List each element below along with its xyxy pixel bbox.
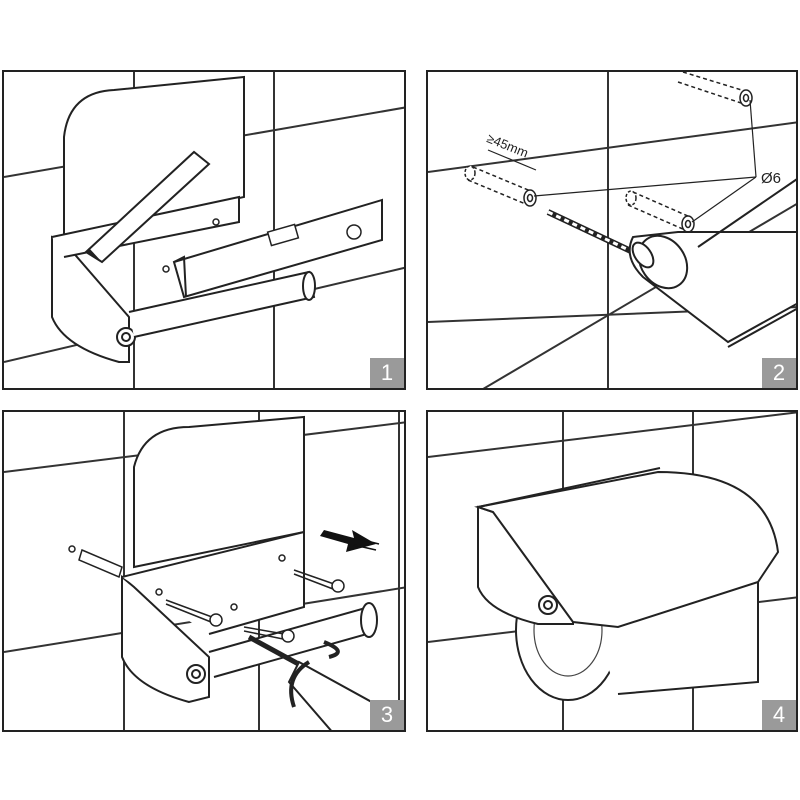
step-number-badge: 1 — [370, 358, 404, 388]
pencil-icon — [84, 150, 211, 264]
push-arrow-icon — [320, 530, 380, 552]
wall-hole-markers — [464, 72, 753, 233]
backplate — [133, 415, 305, 569]
screw-icon — [165, 569, 345, 643]
diameter-label: Ø6 — [761, 170, 782, 187]
step-4-illustration — [428, 412, 796, 730]
step-number-badge: 3 — [370, 700, 404, 730]
step-1-panel: 1 — [2, 70, 406, 390]
backplate — [63, 75, 245, 239]
wall-anchor-icon — [68, 545, 123, 579]
step-4-panel: 4 — [426, 410, 798, 732]
step-2-panel: ≥45mm Ø6 2 — [426, 70, 798, 390]
step-1-illustration — [4, 72, 404, 388]
step-3-illustration — [4, 412, 404, 730]
step-number-badge: 4 — [762, 700, 796, 730]
spirit-level-icon — [172, 198, 383, 299]
bracket — [51, 235, 130, 363]
step-3-panel: 3 — [2, 410, 406, 732]
step-number-badge: 2 — [762, 358, 796, 388]
drill-icon — [546, 178, 796, 348]
step-2-illustration — [428, 72, 796, 388]
